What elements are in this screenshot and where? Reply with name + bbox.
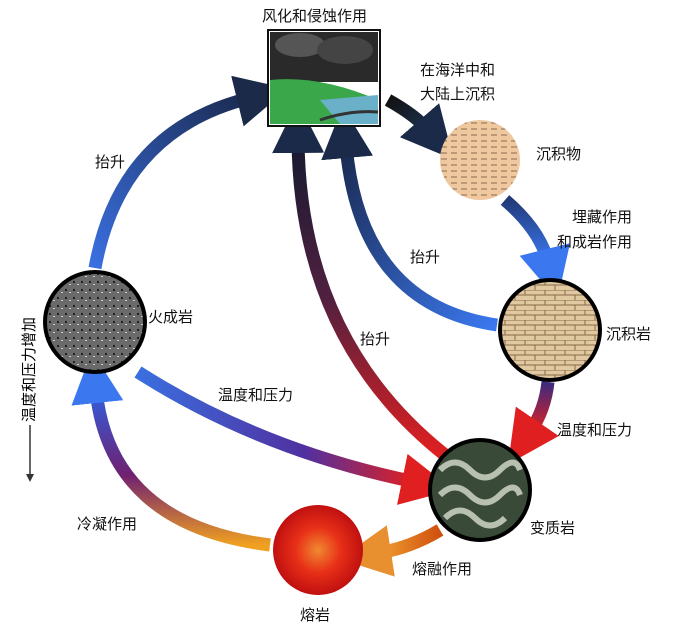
uplift-arrow-center [272,101,450,461]
burial-label-line2: 和成岩作用 [557,233,633,251]
side-note-label: 温度和压力增加 [20,316,38,422]
magma-circle [273,505,363,595]
metamorphic-rock-label: 变质岩 [530,519,576,537]
temp-pressure-mid-label: 温度和压力 [218,386,294,404]
melting-label: 熔融作用 [412,560,473,578]
sedimentary-rock-label: 沉积岩 [606,325,652,343]
deposit-label-line1: 在海洋中和 [420,61,496,79]
metamorphism-arrow-right [508,381,559,465]
uplift-arrow-left [88,75,288,270]
igneous-rock-label: 火成岩 [148,308,194,326]
uplift-center-label: 抬升 [360,330,391,348]
temp-pressure-right-label: 温度和压力 [557,421,633,439]
uplift-left-label: 抬升 [95,153,126,171]
magma-label: 熔岩 [300,606,331,624]
weathering-image [267,29,381,127]
deposit-arrow [384,94,454,160]
sediment-label: 沉积物 [536,145,582,163]
sediment-circle [440,120,520,200]
weathering-label: 风化和侵蚀作用 [262,7,368,25]
metamorphic-rock-circle [428,438,532,542]
uplift-right-label: 抬升 [410,248,441,266]
igneous-rock-circle [43,270,147,374]
burial-label-line1: 埋藏作用 [572,208,633,226]
deposit-label-line2: 大陆上沉积 [420,85,496,103]
melting-arrow [339,524,444,577]
metamorphism-arrow-mid [134,366,454,505]
cooling-arrow [71,351,271,552]
uplift-arrow-right [321,106,498,332]
burial-arrow [500,195,571,300]
sedimentary-rock-circle [498,278,602,382]
cooling-label: 冷凝作用 [77,515,138,533]
